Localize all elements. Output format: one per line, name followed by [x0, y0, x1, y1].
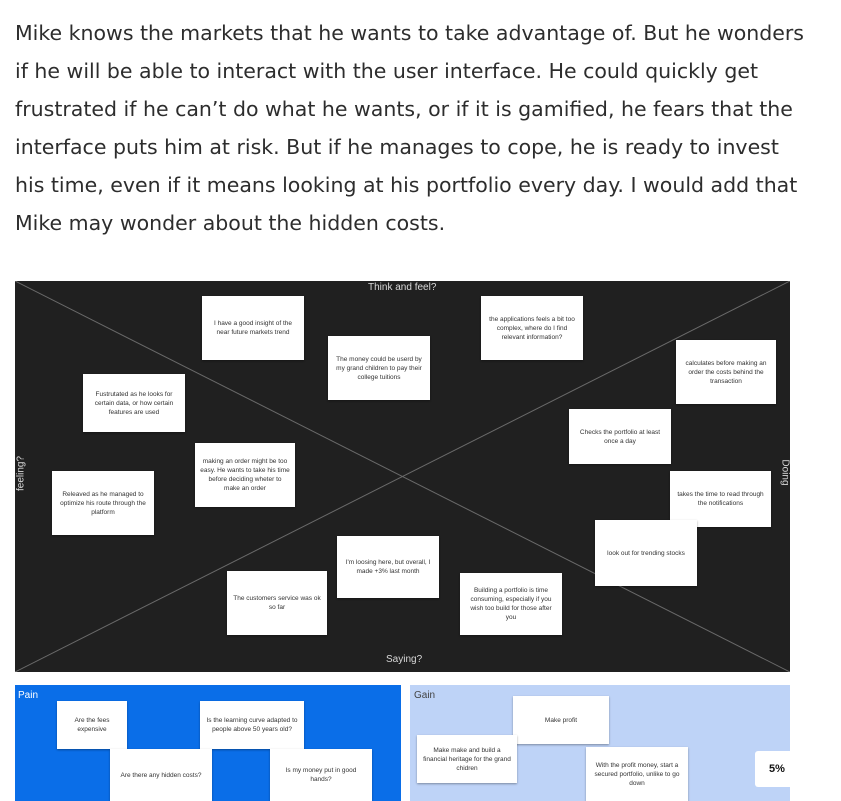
- pain-label: Pain: [18, 690, 39, 701]
- empathy-map-board[interactable]: Think and feel? Saying? feeling? Doing I…: [15, 281, 790, 672]
- sticky-note[interactable]: Building a portfolio is time consuming, …: [460, 573, 562, 635]
- board-diagonals: [15, 281, 790, 672]
- sticky-note[interactable]: I have a good insight of the near future…: [202, 296, 304, 360]
- sticky-note[interactable]: The customers service was ok so far: [227, 571, 327, 635]
- sticky-note[interactable]: calculates before making an order the co…: [676, 340, 776, 404]
- sticky-note[interactable]: Are there any hidden costs?: [110, 749, 212, 801]
- sticky-note[interactable]: Releaved as he managed to optimize his r…: [52, 471, 154, 535]
- sticky-note[interactable]: With the profit money, start a secured p…: [586, 747, 688, 801]
- zoom-level-indicator[interactable]: 5%: [755, 751, 799, 787]
- axis-label-saying: Saying?: [386, 654, 423, 665]
- sticky-note[interactable]: Make profit: [513, 696, 609, 744]
- sticky-note[interactable]: Checks the portfolio at least once a day: [569, 409, 671, 464]
- article-paragraph: Mike knows the markets that he wants to …: [15, 21, 804, 235]
- gain-zone[interactable]: Gain Make profit Make make and build a f…: [410, 685, 790, 801]
- axis-label-feeling: feeling?: [15, 455, 27, 492]
- pain-zone[interactable]: Pain Are the fees expensive Is the learn…: [15, 685, 401, 801]
- sticky-note[interactable]: the applications feels a bit too complex…: [481, 296, 583, 360]
- sticky-note[interactable]: I'm loosing here, but overall, I made +3…: [337, 536, 439, 598]
- sticky-note[interactable]: Is my money put in good hands?: [270, 749, 372, 801]
- sticky-note[interactable]: Is the learning curve adapted to people …: [200, 701, 304, 749]
- axis-label-doing: Doing: [779, 459, 791, 486]
- sticky-note[interactable]: Are the fees expensive: [57, 701, 127, 749]
- sticky-note[interactable]: making an order might be too easy. He wa…: [195, 443, 295, 507]
- sticky-note[interactable]: The money could be userd by my grand chi…: [328, 336, 430, 400]
- sticky-note[interactable]: look out for trending stocks: [595, 520, 697, 586]
- sticky-note[interactable]: Fustrutated as he looks for certain data…: [83, 374, 185, 432]
- gain-label: Gain: [414, 690, 436, 701]
- sticky-note[interactable]: Make make and build a financial heritage…: [417, 735, 517, 783]
- sticky-note[interactable]: takes the time to read through the notif…: [670, 471, 771, 527]
- axis-label-think-feel: Think and feel?: [368, 282, 437, 293]
